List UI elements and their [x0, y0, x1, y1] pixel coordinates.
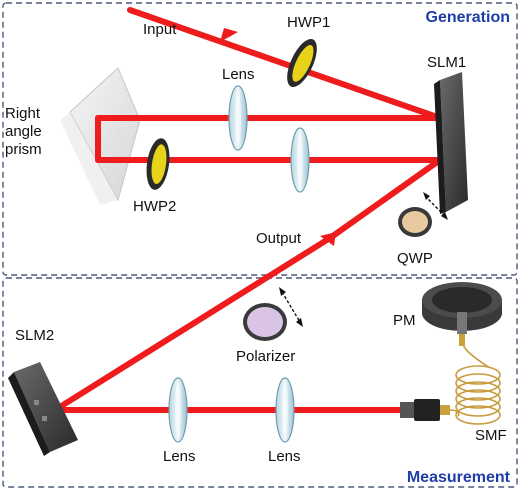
label-hwp2: HWP2: [133, 198, 176, 215]
right-angle-prism: [60, 67, 141, 205]
hwp2-waveplate: [146, 138, 170, 190]
slm1-spatial-light-modulator: [434, 72, 468, 214]
measurement-panel-title: Measurement: [407, 469, 511, 486]
label-qwp: QWP: [397, 250, 433, 267]
label-lens-bottom-right: Lens: [268, 448, 301, 465]
generation-panel-title: Generation: [426, 9, 510, 26]
label-lens-top: Lens: [222, 66, 255, 83]
measurement-panel: [2, 277, 518, 488]
output-arrowhead: [320, 232, 336, 246]
fiber-coupler: [400, 399, 450, 421]
label-prism-line2: angle: [5, 123, 42, 140]
label-pm: PM: [393, 312, 416, 329]
polarizer-arrow-tip-b: [296, 318, 303, 327]
lens-generation-lower: [290, 127, 310, 193]
generation-panel: [2, 2, 518, 276]
power-meter: [422, 282, 502, 346]
lens-measurement-left: [168, 377, 188, 443]
beam-path-measurement: [52, 235, 403, 413]
label-output: Output: [256, 230, 302, 247]
slm2-spatial-light-modulator: [8, 362, 78, 456]
polarizer-arrow-tip-a: [279, 287, 286, 296]
label-hwp1: HWP1: [287, 14, 330, 31]
polarizer-rotation-arrow: [281, 291, 301, 323]
label-slm1: SLM1: [427, 54, 466, 71]
label-input: Input: [143, 21, 177, 38]
label-smf: SMF: [475, 427, 507, 444]
input-arrowhead: [220, 28, 238, 42]
label-lens-bottom-left: Lens: [163, 448, 196, 465]
label-slm2: SLM2: [15, 327, 54, 344]
polarizer-element: [243, 303, 287, 341]
label-polarizer: Polarizer: [236, 348, 295, 365]
hwp1-waveplate: [287, 38, 317, 88]
lens-measurement-right: [275, 377, 295, 443]
lens-generation-upper: [228, 85, 248, 151]
qwp-arrow-tip-b: [441, 212, 448, 220]
smf-fiber-coil: [449, 339, 501, 425]
label-prism-line3: prism: [5, 141, 42, 158]
qwp-waveplate: [398, 207, 432, 237]
label-prism-line1: Right: [5, 105, 41, 122]
qwp-arrow-tip-a: [423, 192, 430, 200]
